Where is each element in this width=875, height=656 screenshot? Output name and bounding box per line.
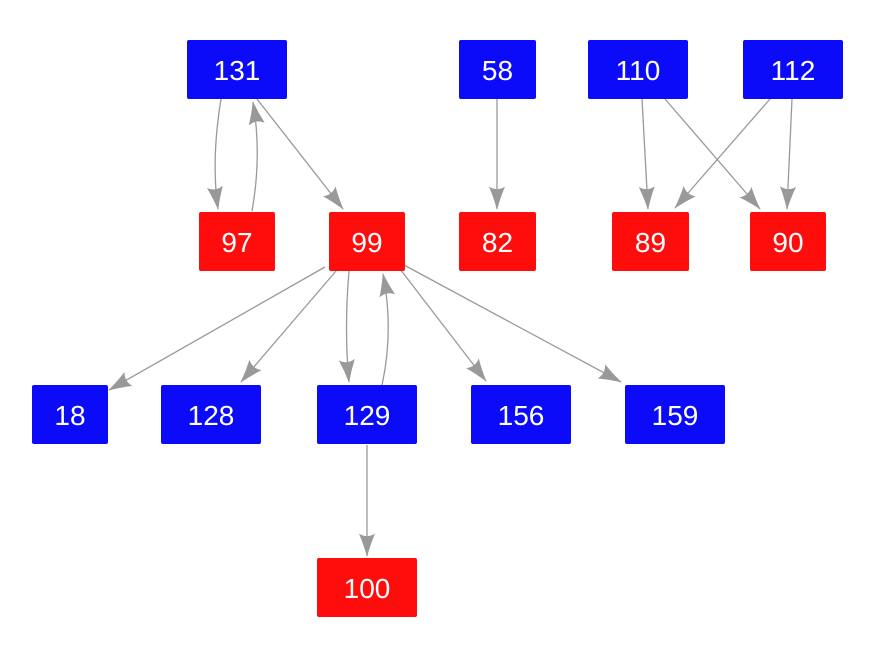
node-100: 100 xyxy=(317,558,417,617)
node-128-label: 128 xyxy=(188,400,235,431)
edge-131-to-97 xyxy=(206,98,223,210)
node-97: 97 xyxy=(199,212,275,271)
node-99-label: 99 xyxy=(351,227,382,258)
edge-129-to-99 xyxy=(379,273,396,386)
edge-112-to-89 xyxy=(674,98,771,209)
node-156-label: 156 xyxy=(498,400,545,431)
edge-99-to-156 xyxy=(399,268,487,382)
node-18-box xyxy=(32,385,108,444)
node-100-label: 100 xyxy=(344,573,391,604)
node-18-label: 18 xyxy=(54,400,85,431)
node-110-label: 110 xyxy=(616,55,661,86)
node-100-box xyxy=(317,558,417,617)
node-110-box xyxy=(588,40,688,99)
edge-110-to-90 xyxy=(664,98,761,210)
node-82-label: 82 xyxy=(482,227,513,258)
node-18: 18 xyxy=(32,385,108,444)
node-131-box xyxy=(187,40,287,99)
node-156: 156 xyxy=(471,385,571,444)
node-112-label: 112 xyxy=(771,55,816,86)
node-58-box xyxy=(459,40,536,99)
node-99-box xyxy=(329,212,405,271)
node-131: 131 xyxy=(187,40,287,99)
node-99: 99 xyxy=(329,212,405,271)
node-82-box xyxy=(459,212,536,271)
node-89-label: 89 xyxy=(635,227,666,258)
edge-97-to-131 xyxy=(248,101,265,212)
node-129-label: 129 xyxy=(344,400,391,431)
node-90-box xyxy=(750,212,826,271)
node-112-box xyxy=(743,40,843,99)
edge-131-to-99 xyxy=(256,98,344,210)
node-97-label: 97 xyxy=(221,227,252,258)
edge-99-to-129 xyxy=(338,270,355,383)
node-159-label: 159 xyxy=(652,400,699,431)
node-82: 82 xyxy=(459,212,536,271)
node-156-box xyxy=(471,385,571,444)
node-129: 129 xyxy=(317,385,417,444)
edge-112-to-90 xyxy=(780,98,797,210)
node-58: 58 xyxy=(459,40,536,99)
node-128: 128 xyxy=(161,385,261,444)
edge-99-to-159 xyxy=(403,264,622,383)
node-159: 159 xyxy=(625,385,725,444)
edge-99-to-128 xyxy=(240,270,337,383)
node-97-box xyxy=(199,212,275,271)
node-89-box xyxy=(612,212,689,271)
edge-110-to-89 xyxy=(638,98,655,210)
node-90-label: 90 xyxy=(772,227,803,258)
node-90: 90 xyxy=(750,212,826,271)
node-110: 110 xyxy=(588,40,688,99)
node-128-box xyxy=(161,385,261,444)
node-159-box xyxy=(625,385,725,444)
node-129-box xyxy=(317,385,417,444)
node-131-label: 131 xyxy=(214,55,261,86)
node-58-label: 58 xyxy=(482,55,513,86)
node-112: 112 xyxy=(743,40,843,99)
node-89: 89 xyxy=(612,212,689,271)
edge-99-to-18 xyxy=(108,266,326,391)
